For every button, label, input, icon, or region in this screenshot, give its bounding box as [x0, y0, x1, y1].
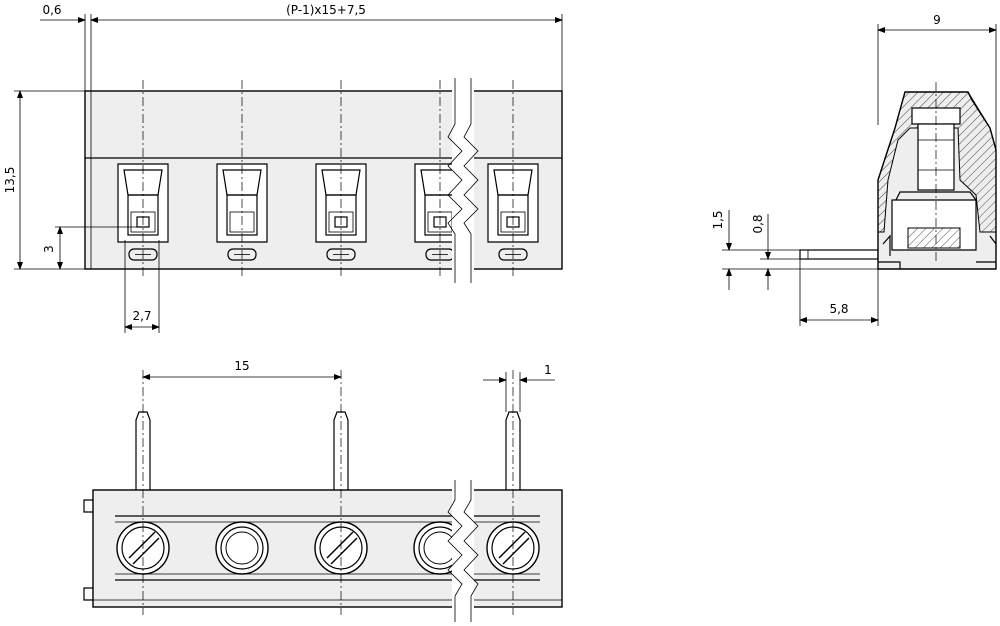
window-test-slot: [128, 248, 158, 261]
top-break-line-left: [447, 480, 463, 622]
dim-pin-thickness-label: 1,5: [711, 210, 725, 229]
top-break-line-right: [463, 480, 479, 622]
side-section-hatch: [877, 91, 997, 233]
top-side-tabs: [83, 499, 93, 601]
front-break-line-right: [463, 78, 479, 283]
screw-recess: [225, 531, 259, 565]
screw-2: [215, 521, 269, 575]
screw-slot: [128, 531, 156, 559]
top-body: [92, 489, 563, 608]
screw-slot: [498, 531, 526, 559]
dim-edge-label: 0,6: [42, 3, 61, 17]
dim-pin-height-label: 3: [42, 245, 56, 253]
front-break-line-left: [447, 78, 463, 283]
screw-slot: [326, 531, 354, 559]
dim-pin-length-label: 5,8: [829, 302, 848, 316]
screw-recess: [423, 531, 457, 565]
dim-pin-offset-label: 2,7: [132, 309, 151, 323]
window-test-slot: [326, 248, 356, 261]
dim-pitch-label: 15: [234, 359, 249, 373]
screw-slot: [502, 537, 530, 565]
dim-depth-label: 9: [933, 13, 941, 27]
screw-slot: [132, 537, 160, 565]
window-test-slot: [227, 248, 257, 261]
side-clamp-top: [895, 191, 977, 201]
top-view: 15 1: [83, 359, 563, 622]
window-test-slot: [498, 248, 528, 261]
top-break-gap: [452, 480, 474, 622]
side-view: 9 1,5 0,8 5,8: [711, 13, 997, 326]
side-base: [878, 261, 996, 269]
screw-slot: [330, 537, 358, 565]
side-pin-leg: [799, 249, 879, 260]
front-view: 0,6 (P-1)x15+7,5 13,5 3 2,7: [3, 3, 563, 333]
dim-offset-label: 0,8: [751, 214, 765, 233]
dim-length-label: (P-1)x15+7,5: [286, 3, 366, 17]
dim-pin-width-label: 1: [544, 363, 552, 377]
side-clamp-plate: [907, 227, 961, 249]
dim-height-label: 13,5: [3, 167, 17, 194]
side-latch: [882, 234, 997, 256]
